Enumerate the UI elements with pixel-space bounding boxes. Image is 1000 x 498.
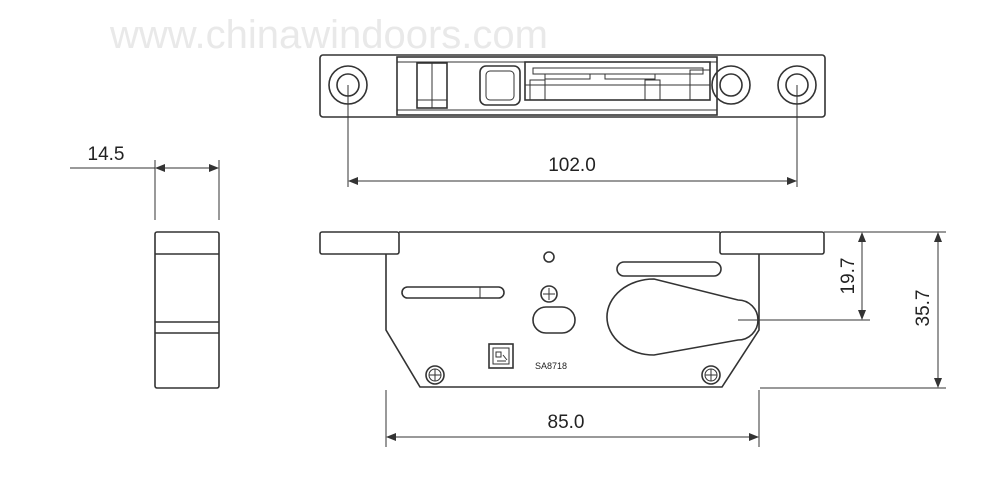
center-screw-icon — [540, 285, 558, 303]
hole-spacing-value: 102.0 — [548, 155, 596, 176]
top-right-slot — [616, 261, 722, 277]
dimension-strike-width: 14.5 — [70, 144, 220, 220]
side-view — [154, 231, 220, 389]
height-total-value: 35.7 — [913, 290, 934, 327]
right-flange — [719, 231, 825, 255]
cylinder-cutout — [606, 278, 759, 356]
left-flange — [319, 231, 400, 255]
oval-hole — [532, 306, 576, 334]
dimension-height-upper: 19.7 — [738, 231, 870, 321]
body-marking: SA8718 — [535, 361, 567, 371]
height-upper-value: 19.7 — [838, 258, 859, 295]
strike-width-value: 14.5 — [88, 144, 125, 165]
watermark: www.chinawindoors.com — [109, 13, 548, 57]
dimension-hole-spacing: 102.0 — [347, 85, 798, 187]
middle-screw-hole — [711, 65, 751, 105]
dimension-body-width: 85.0 — [385, 390, 760, 447]
faceplate-top-view — [319, 54, 826, 118]
certification-mark-icon — [488, 343, 514, 369]
body-width-value: 85.0 — [548, 412, 585, 433]
lock-body-front-view: SA8718 — [319, 231, 825, 388]
dimension-height-total: 35.7 — [760, 231, 946, 389]
bottom-right-screw-icon — [701, 365, 721, 385]
bottom-left-screw-icon — [425, 365, 445, 385]
left-slot — [401, 286, 505, 299]
